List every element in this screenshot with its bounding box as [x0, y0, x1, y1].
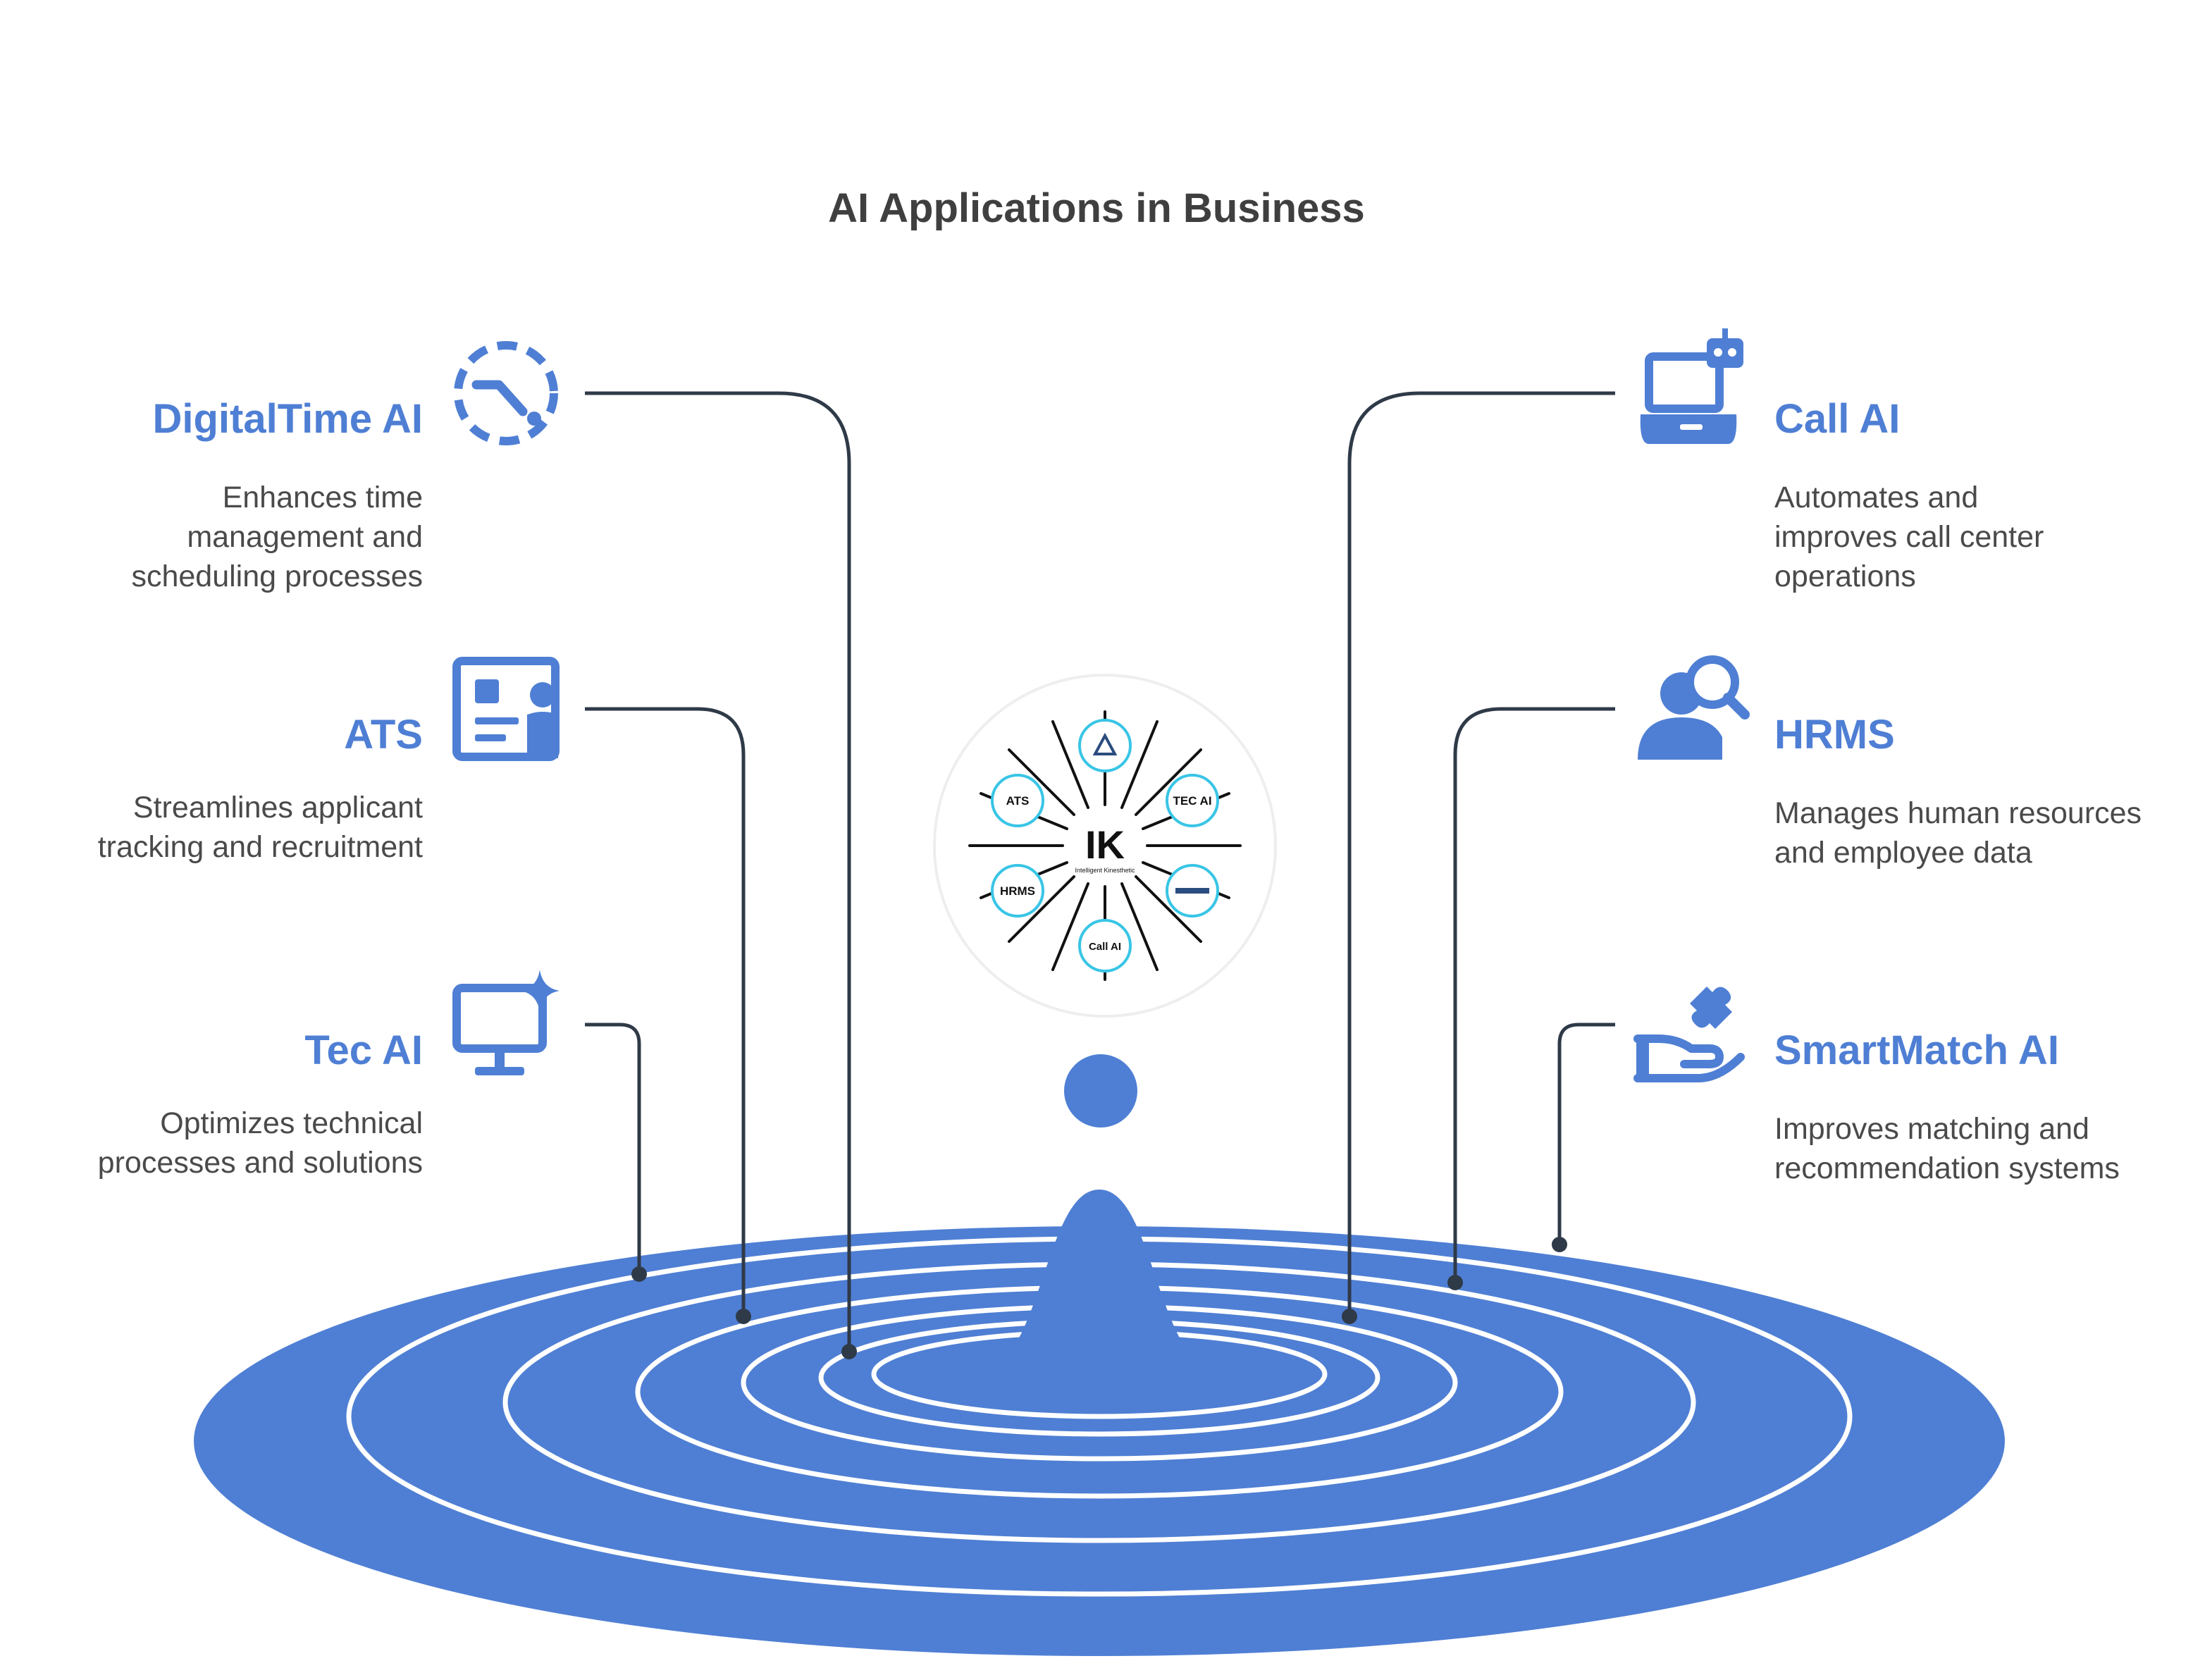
logo-node-tec-ai: TEC AI — [1166, 774, 1219, 827]
connector-smartmatch-ai — [1557, 1023, 1615, 1244]
connector-dot — [1552, 1237, 1567, 1252]
logo-tagline: Intelligent Kinesthetic — [1075, 867, 1135, 874]
item-description-call-ai: Automates and improves call center opera… — [1774, 481, 2044, 593]
droplet — [1064, 1054, 1137, 1128]
connector-dot — [1342, 1309, 1357, 1324]
clock-icon — [454, 341, 558, 445]
logo-node-hrms: HRMS — [991, 864, 1044, 918]
user-search-icon — [1638, 655, 1750, 760]
item-description-digitaltime-ai: Enhances time management and scheduling … — [131, 481, 423, 593]
logo-core — [1065, 806, 1144, 885]
connector-tec-ai — [585, 1023, 641, 1274]
logo-node-ats: ATS — [991, 774, 1044, 827]
logo-node-call-ai: Call AI — [1078, 919, 1132, 972]
diagram-title: AI Applications in Business — [828, 185, 1365, 231]
monitor-sparkle-icon — [452, 970, 560, 1075]
logo-node-right-lower — [1166, 864, 1219, 918]
logo-node-label: ATS — [1006, 794, 1030, 808]
connector-ats — [585, 707, 746, 1316]
connector-dot — [736, 1309, 751, 1324]
item-label-hrms: HRMS — [1774, 712, 1895, 758]
ik-logo: IK Intelligent Kinesthetic ATS TEC AI HR… — [933, 674, 1277, 1018]
item-description-tec-ai: Optimizes technical processes and soluti… — [97, 1106, 423, 1180]
connector-dots — [631, 1237, 1567, 1359]
logo-node-label: TEC AI — [1173, 794, 1211, 808]
item-label-tec-ai: Tec AI — [304, 1027, 423, 1073]
item-label-smartmatch-ai: SmartMatch AI — [1774, 1027, 2059, 1073]
item-description-ats: Streamlines applicant tracking and recru… — [97, 791, 423, 864]
item-label-digitaltime-ai: DigitalTime AI — [152, 396, 423, 442]
id-card-icon — [452, 657, 560, 761]
ripple-peak — [972, 1190, 1226, 1378]
item-label-call-ai: Call AI — [1774, 396, 1901, 442]
connectors — [585, 391, 1615, 1352]
connector-hrms — [1453, 707, 1615, 1283]
ripple-base — [194, 1054, 2005, 1656]
item-description-hrms: Manages human resources and employee dat… — [1774, 796, 2142, 870]
connector-dot — [841, 1344, 857, 1359]
item-label-ats: ATS — [344, 712, 423, 758]
logo-node-top — [1078, 719, 1132, 772]
connector-dot — [1447, 1275, 1463, 1290]
ripple-ellipse-outer — [194, 1226, 2005, 1656]
connector-call-ai — [1347, 391, 1615, 1316]
hand-puzzle-icon — [1633, 987, 1745, 1082]
logo-center-text: IK — [1085, 822, 1125, 867]
connector-digitaltime-ai — [585, 391, 851, 1352]
logo-node-label: HRMS — [1000, 884, 1035, 898]
item-description-smartmatch-ai: Improves matching and recommendation sys… — [1774, 1112, 2120, 1185]
connector-dot — [631, 1266, 647, 1282]
robot-laptop-icon — [1640, 328, 1743, 444]
logo-node-label: Call AI — [1089, 941, 1121, 953]
